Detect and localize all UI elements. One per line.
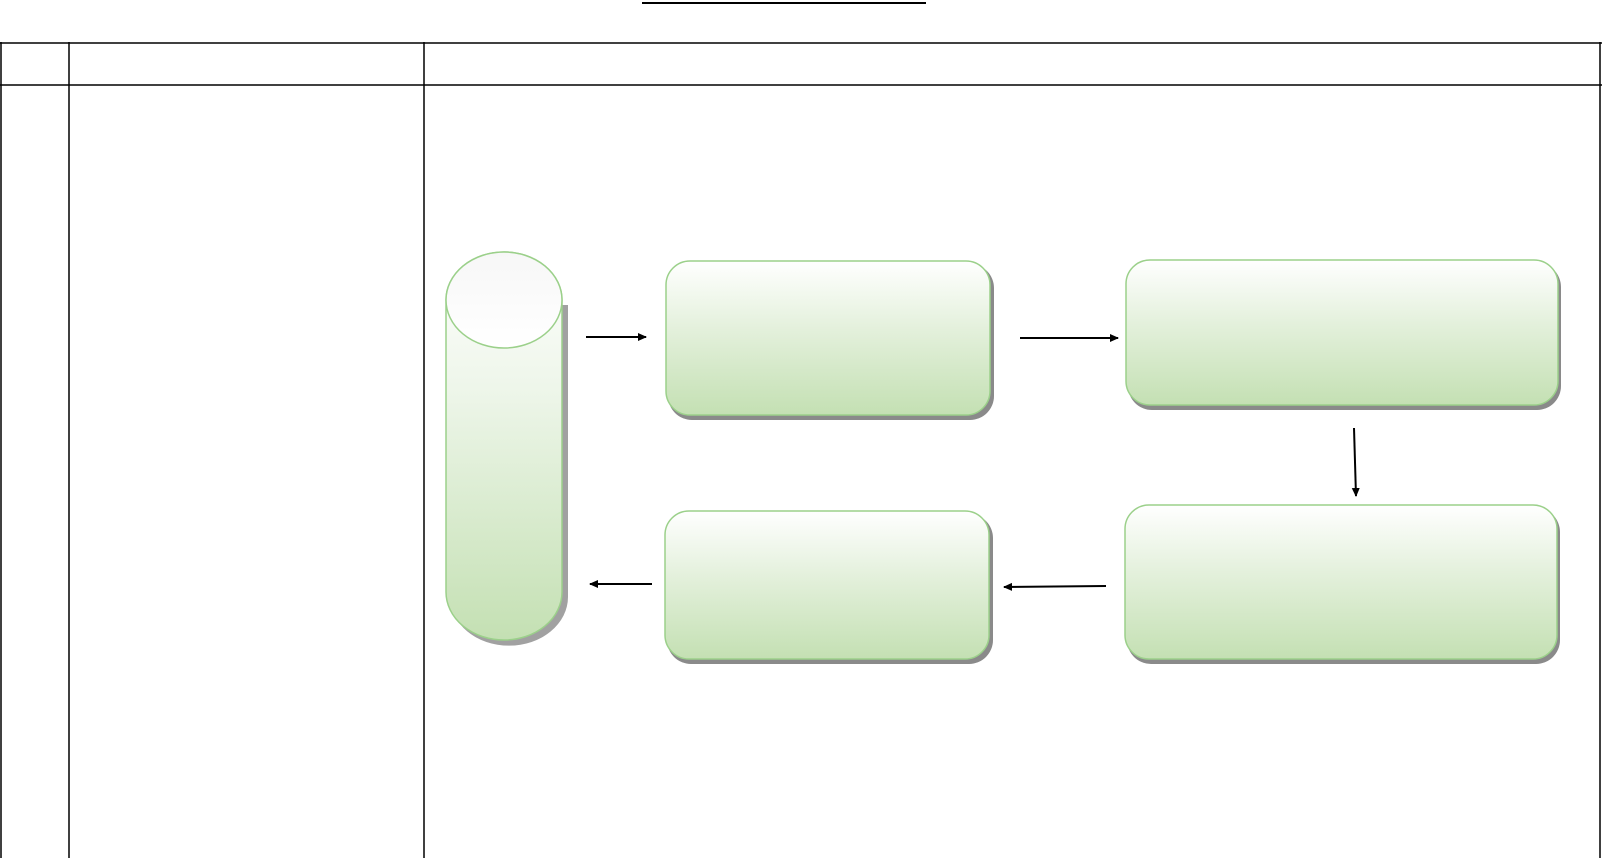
database-label (446, 360, 562, 560)
box-top-right-label (1126, 260, 1558, 405)
procedure-table (0, 42, 1602, 858)
table-grid (0, 42, 1602, 858)
box-bottom-left-label (665, 511, 989, 659)
page-title-underline (642, 2, 926, 4)
box-top-left-label (666, 261, 990, 415)
box-bottom-right-label (1125, 505, 1557, 659)
